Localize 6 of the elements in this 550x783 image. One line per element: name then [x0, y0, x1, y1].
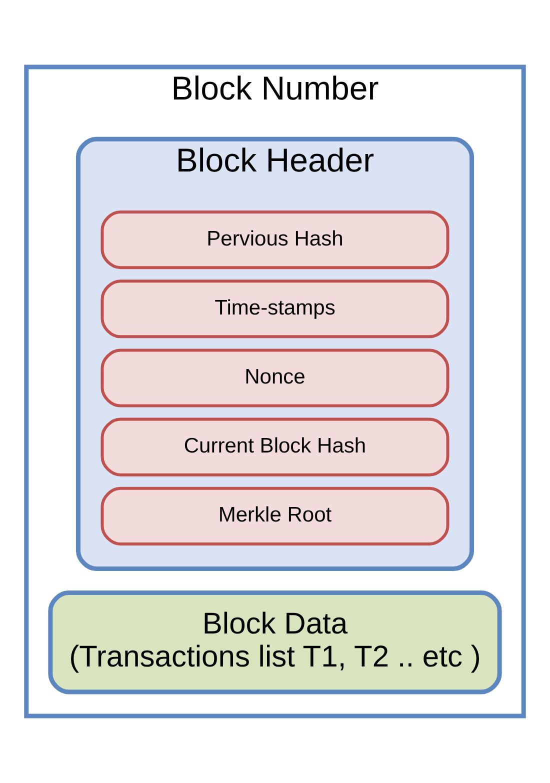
node-box: Merkle Root: [100, 486, 450, 546]
node-box: Nonce: [100, 348, 450, 408]
node-box: Time-stamps: [100, 280, 450, 338]
node-box: Current Block Hash: [100, 418, 450, 476]
node-box: Pervious Hash: [100, 210, 450, 270]
node-box: Block Data (Transactions list T1, T2 .. etc ): [48, 590, 502, 694]
